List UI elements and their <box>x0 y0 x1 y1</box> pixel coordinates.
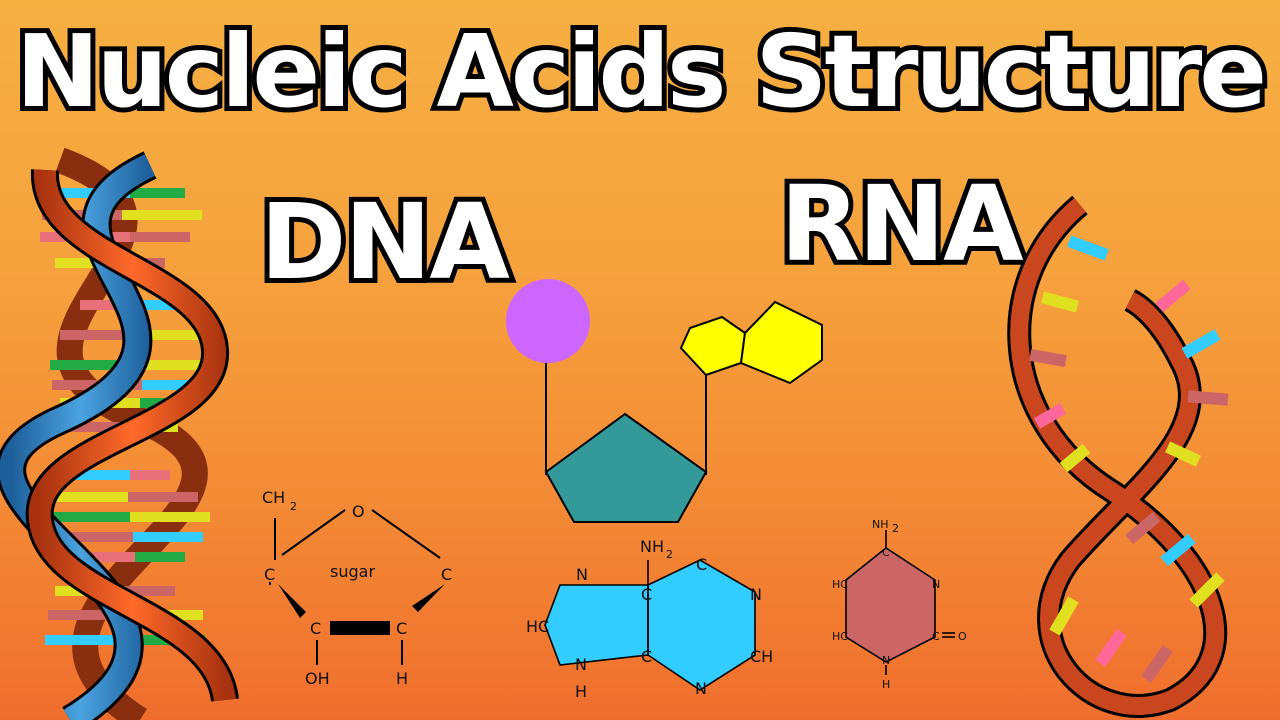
pentose-sugar <box>544 412 708 523</box>
dna-label: DNA <box>255 181 515 303</box>
pyrimidine-nh2-subscript: 2 <box>892 522 899 535</box>
purine-n-right-top: N <box>750 585 762 604</box>
rna-bases <box>1029 235 1229 684</box>
pyrimidine-n-right: N <box>932 578 940 591</box>
pyrimidine-c-top: C <box>882 546 890 559</box>
purine-nh2-subscript: 2 <box>666 548 673 561</box>
pyrimidine-nh2: NH <box>872 518 889 531</box>
purine-n-left-top: N <box>576 565 588 584</box>
purine-c-top-left: C <box>641 585 652 604</box>
purine-c-bottom-left: C <box>641 647 652 666</box>
sugar-c-bottom-left: C <box>310 619 321 638</box>
sugar-c-left: C <box>264 565 275 584</box>
pyrimidine-c-right: C <box>932 630 940 643</box>
pyrimidine-o: O <box>958 630 967 643</box>
purine-ch-right: CH <box>750 647 773 666</box>
pyrimidine-hc-top: HC <box>832 578 848 591</box>
rna-label: RNA <box>775 163 1029 285</box>
purine-c-top-right: C <box>696 555 707 574</box>
sugar-c-right: C <box>441 565 452 584</box>
page-title: Nucleic Acids Structure <box>11 13 1272 130</box>
base-six-ring <box>739 300 823 385</box>
pyrimidine-hc-bottom: HC <box>832 630 848 643</box>
phosphate-group <box>506 279 590 363</box>
sugar-h: H <box>396 669 408 688</box>
pyrimidine-h-bottom: H <box>882 678 890 691</box>
sugar-c-bottom-right: C <box>396 619 407 638</box>
sugar-oxygen: O <box>352 502 365 521</box>
purine-n-bottom: N <box>695 679 707 698</box>
pyrimidine-n-bottom: N <box>882 654 890 667</box>
purine-h-bottom: H <box>575 682 587 701</box>
purine-n-left-bottom: N <box>575 655 587 674</box>
sugar-ch2-subscript: 2 <box>290 500 297 513</box>
sugar-label: sugar <box>330 562 375 581</box>
purine-nh2: NH <box>640 537 664 556</box>
dna-red-strand <box>28 169 236 703</box>
purine-hc: HC <box>526 617 549 636</box>
sugar-ch2-label: CH <box>262 488 285 507</box>
sugar-oh: OH <box>305 669 330 688</box>
